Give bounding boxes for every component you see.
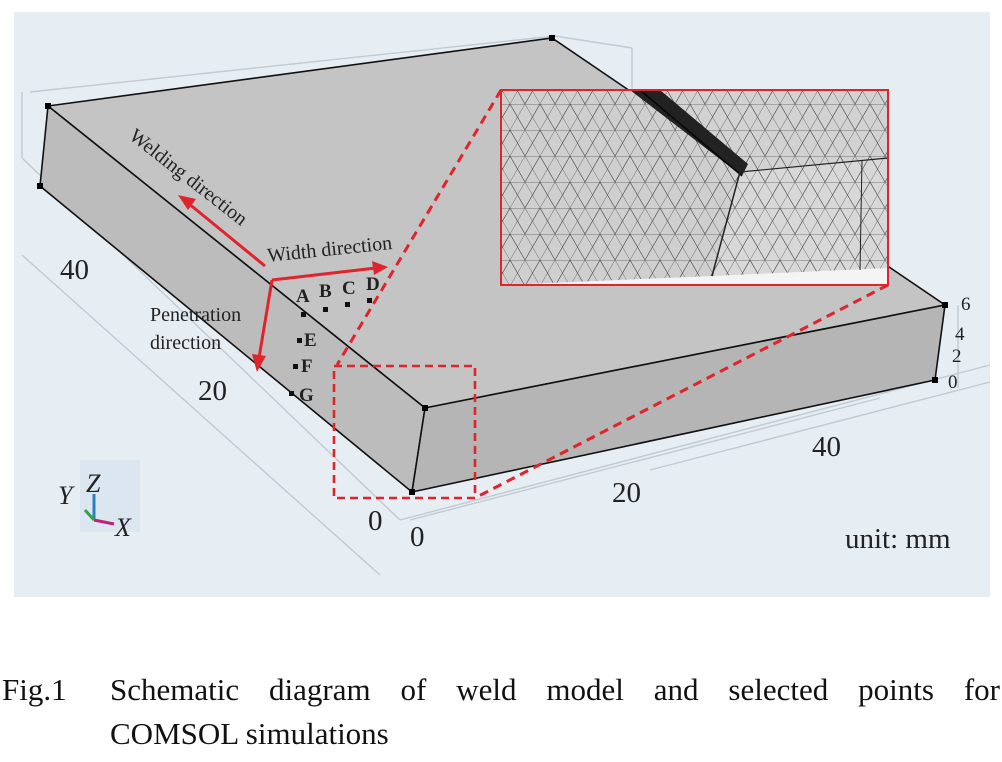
unit-label: unit: mm xyxy=(845,523,951,555)
x-tick-0: 0 xyxy=(410,521,425,553)
point-e-marker xyxy=(297,338,302,343)
triad-x-label: X xyxy=(114,513,132,542)
y-tick-20: 20 xyxy=(198,375,227,407)
mesh-zoom-inset xyxy=(500,89,889,286)
y-tick-0: 0 xyxy=(368,505,383,537)
triad-y-label: Y xyxy=(58,481,75,510)
point-b-label: B xyxy=(319,281,332,302)
caption-label: Fig.1 xyxy=(2,672,67,707)
zoom-inset-frame xyxy=(500,89,889,286)
point-e-label: E xyxy=(304,330,317,351)
point-c-label: C xyxy=(342,278,356,299)
caption-text-line2: COMSOL simulations xyxy=(110,716,389,751)
z-tick-2: 2 xyxy=(952,346,962,367)
point-a-label: A xyxy=(296,286,310,307)
zoom-connector-lines xyxy=(335,89,889,500)
figure-caption: Fig.1 Schematic diagram of weld model an… xyxy=(2,668,1000,756)
z-tick-0: 0 xyxy=(948,372,958,393)
selected-points xyxy=(289,298,372,396)
point-f-label: F xyxy=(301,356,313,377)
triad-z-label: Z xyxy=(86,469,101,498)
point-b-marker xyxy=(323,307,328,312)
zoom-region-box xyxy=(332,364,477,500)
point-d-marker xyxy=(367,298,372,303)
caption-text-line1: Schematic diagram of weld model and sele… xyxy=(110,672,1000,707)
x-tick-20: 20 xyxy=(612,477,641,509)
z-tick-6: 6 xyxy=(961,294,971,315)
point-f-marker xyxy=(293,364,298,369)
point-g-marker xyxy=(289,391,294,396)
point-a-marker xyxy=(301,312,306,317)
y-tick-40: 40 xyxy=(60,254,89,286)
point-g-label: G xyxy=(299,385,314,406)
penetration-direction-label-1: Penetration xyxy=(150,304,241,326)
z-tick-4: 4 xyxy=(955,324,965,345)
point-c-marker xyxy=(345,302,350,307)
weld-model-figure: Welding direction Width direction Penetr… xyxy=(14,12,991,597)
penetration-direction-label-2: direction xyxy=(150,332,221,354)
axis-triad: X Y Z xyxy=(58,460,140,542)
point-d-label: D xyxy=(366,274,380,295)
direction-arrows xyxy=(178,195,388,372)
x-tick-40: 40 xyxy=(812,431,841,463)
